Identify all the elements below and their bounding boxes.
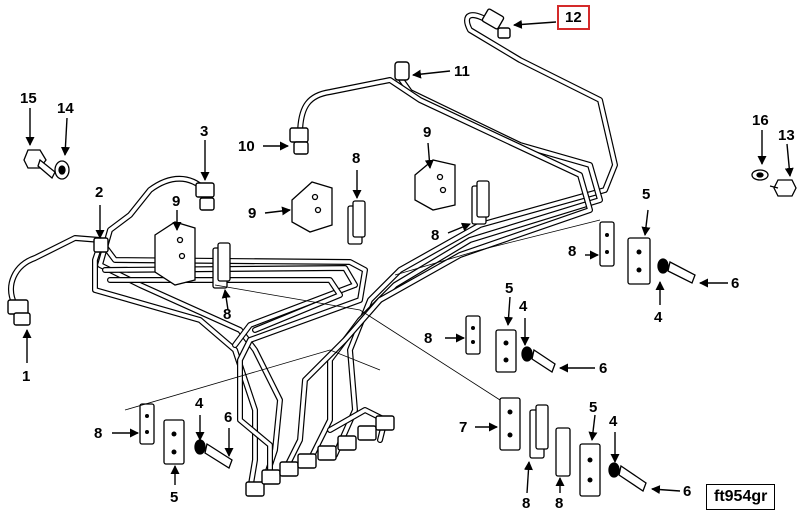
bracket-holes: [145, 233, 642, 483]
callout-7: 7: [459, 419, 468, 436]
bracket-9-right: [414, 159, 456, 211]
callout-8-e: 8: [424, 330, 433, 347]
callout-16: 16: [752, 112, 769, 129]
bracket-9-center: [291, 181, 333, 233]
callout-5-left: 5: [170, 489, 179, 506]
callout-8-f: 8: [94, 425, 103, 442]
line-fittings: [7, 8, 511, 497]
fasteners: [23, 149, 797, 492]
callout-3: 3: [200, 123, 209, 140]
callout-6-right: 6: [731, 275, 740, 292]
callout-2: 2: [95, 184, 104, 201]
callout-8-b: 8: [352, 150, 361, 167]
phantom-lines: [124, 219, 601, 411]
callout-8-c: 8: [431, 227, 440, 244]
callout-4-right: 4: [654, 309, 663, 326]
leader-arrows: [22, 19, 794, 495]
callout-5-center: 5: [505, 280, 514, 297]
callout-9-left: 9: [172, 193, 181, 210]
callout-13: 13: [778, 127, 795, 144]
callout-12: 12: [557, 5, 590, 30]
callout-6-left: 6: [224, 409, 233, 426]
callout-10: 10: [238, 138, 255, 155]
injection-lines: [8, 12, 618, 493]
callout-6-bottom: 6: [683, 483, 692, 500]
callout-14: 14: [57, 100, 74, 117]
callout-5-right: 5: [642, 186, 651, 203]
callout-1: 1: [22, 368, 31, 385]
bracket-9-left: [154, 221, 196, 286]
callout-8-a: 8: [223, 306, 232, 323]
callout-5-bottom: 5: [589, 399, 598, 416]
callout-4-bottom: 4: [609, 413, 618, 430]
callout-6-center: 6: [599, 360, 608, 377]
callout-8-h: 8: [555, 495, 564, 512]
brackets: [139, 159, 651, 497]
callout-9-center: 9: [248, 205, 257, 222]
callout-4-left: 4: [195, 395, 204, 412]
callout-11: 11: [454, 63, 470, 80]
callout-4-center: 4: [519, 298, 528, 315]
callout-8-g: 8: [522, 495, 531, 512]
callout-9-right: 9: [423, 124, 432, 141]
callout-15: 15: [20, 90, 37, 107]
figure-reference-code: ft954gr: [706, 484, 776, 510]
callout-8-d: 8: [568, 243, 577, 260]
